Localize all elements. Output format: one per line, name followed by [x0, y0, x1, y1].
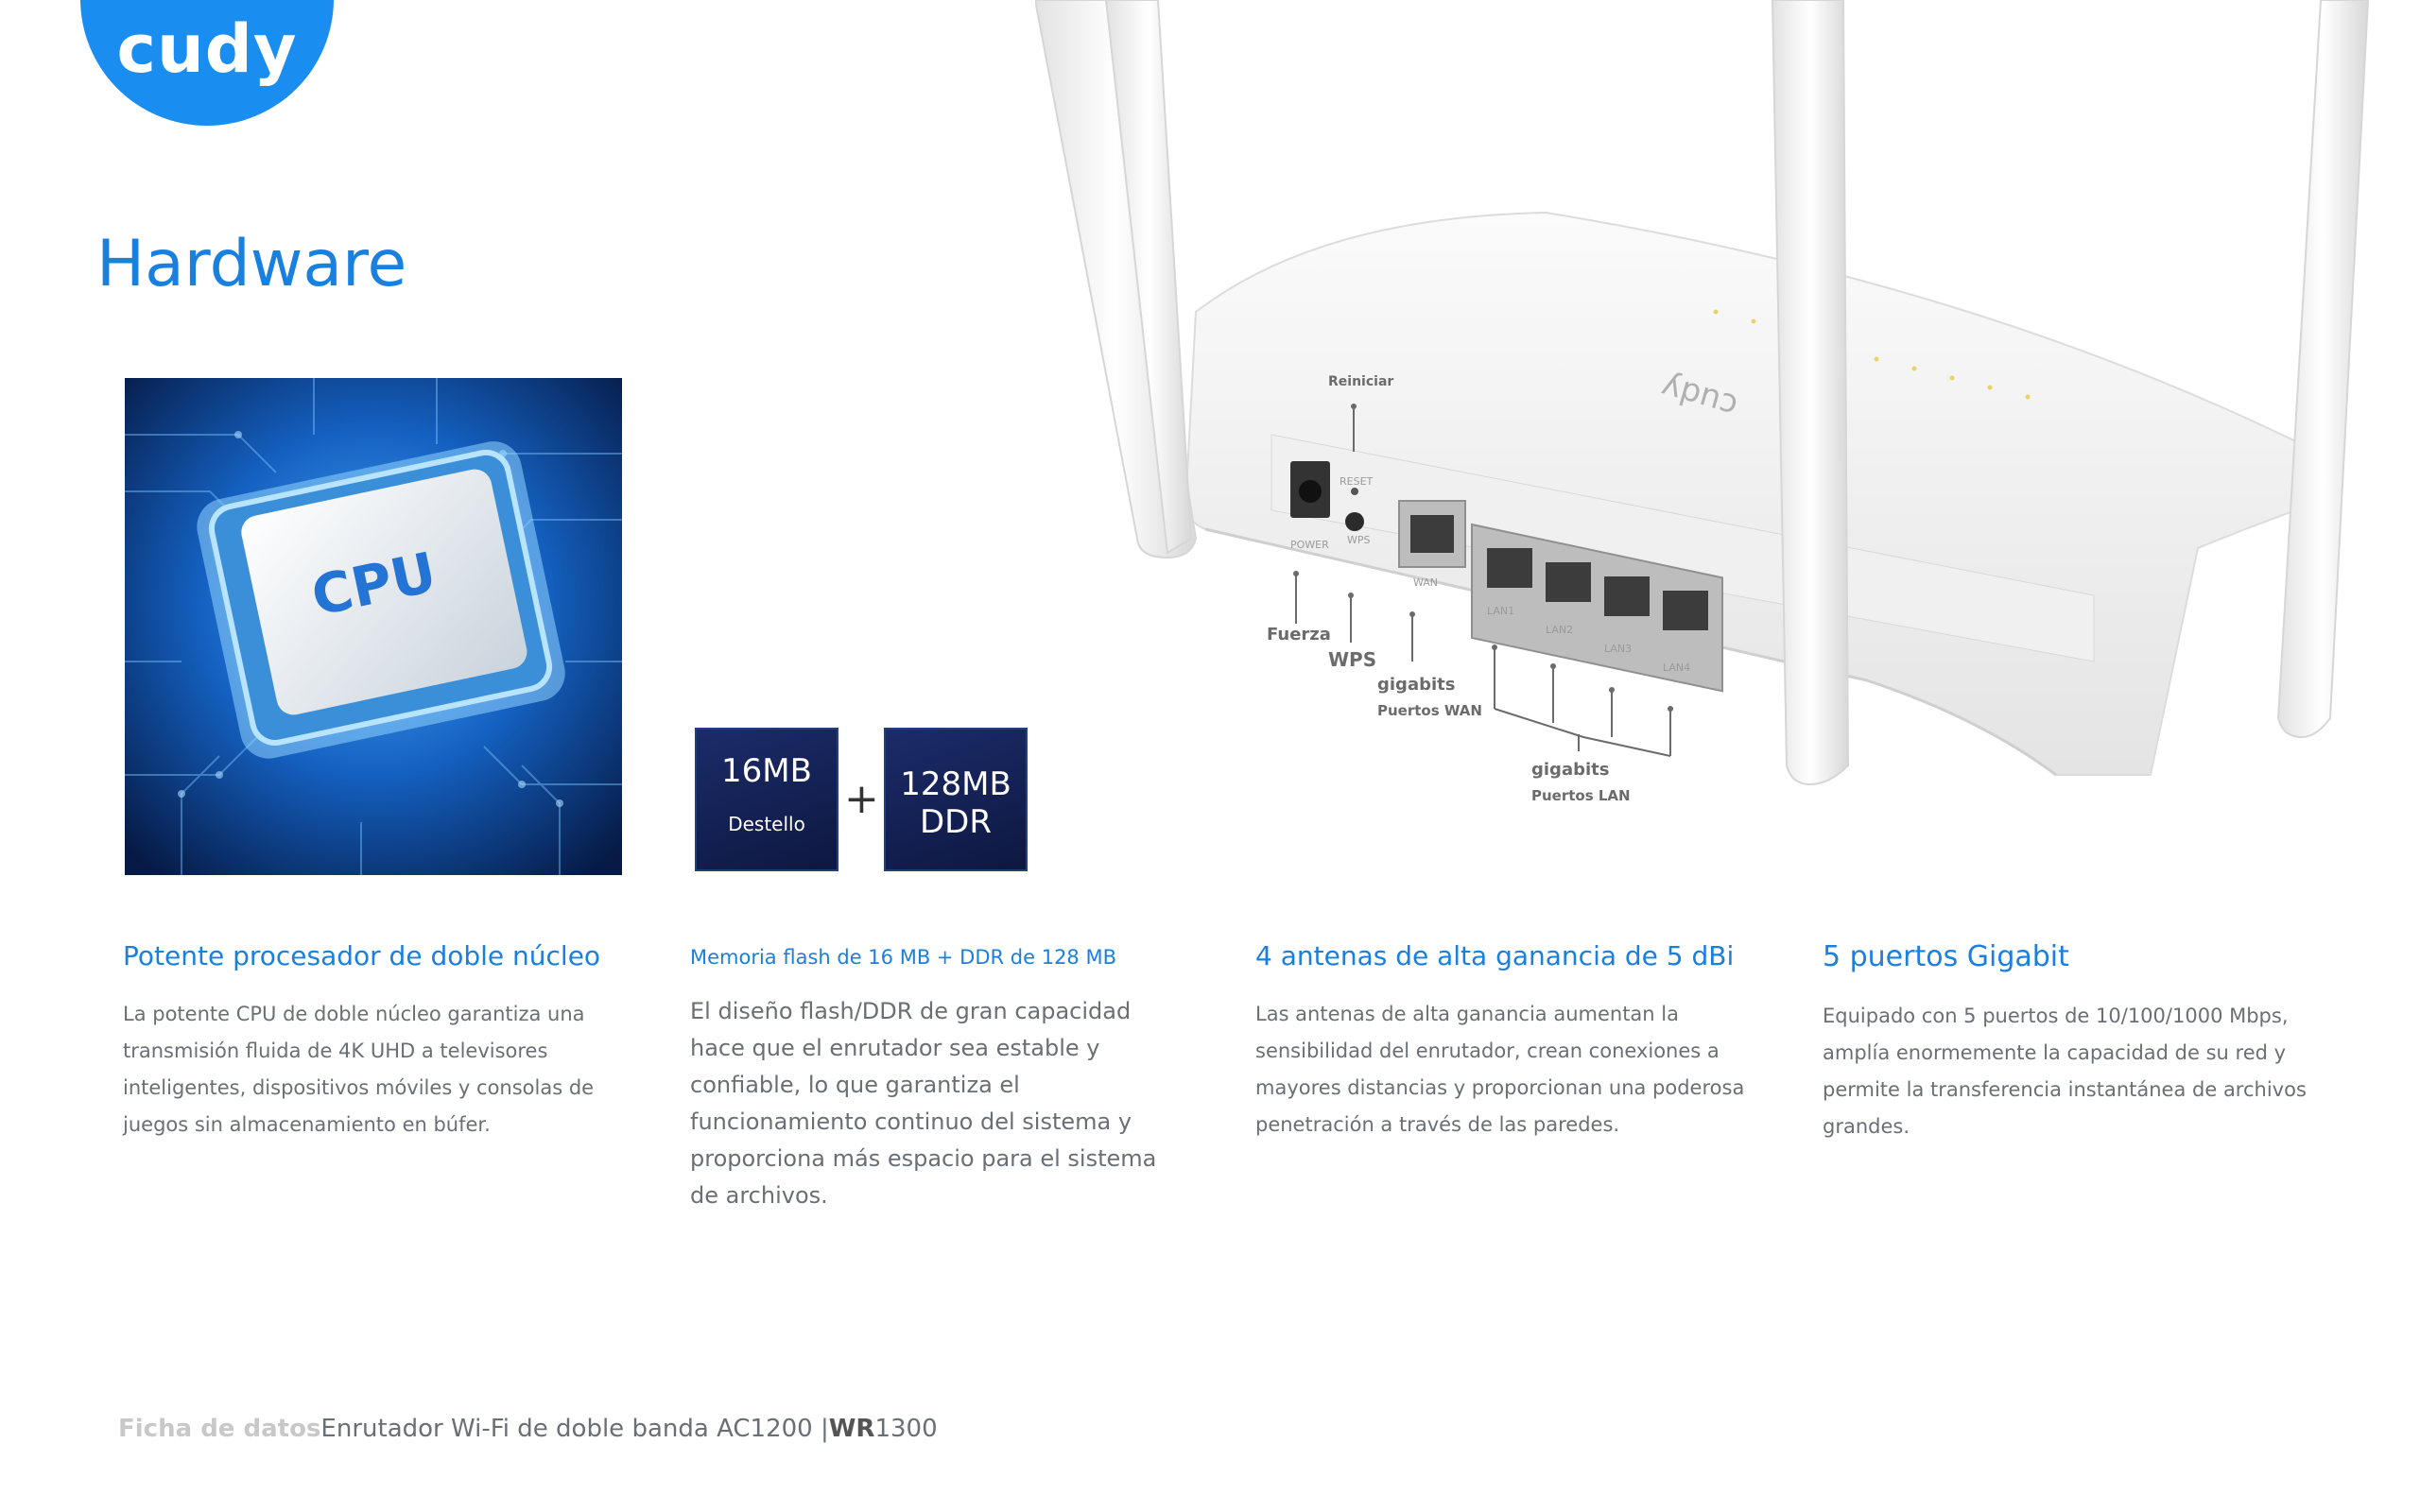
feature-antennas-body: Las antenas de alta ganancia aumentan la…	[1255, 1003, 1745, 1136]
footer-product: Enrutador Wi-Fi de doble banda AC1200 |	[320, 1415, 829, 1443]
annotation-lan-gigabit: gigabits	[1531, 760, 1609, 780]
feature-memory-body: El diseño flash/DDR de gran capacidad ha…	[690, 998, 1157, 1209]
feature-cpu-body: La potente CPU de doble núcleo garantiza…	[123, 1003, 595, 1136]
footer-label: Ficha de datos	[118, 1415, 321, 1443]
feature-ports-body: Equipado con 5 puertos de 10/100/1000 Mb…	[1823, 1005, 2307, 1138]
annotation-reset: Reiniciar	[1328, 374, 1393, 389]
port-label-lan3: LAN3	[1604, 643, 1632, 655]
router-led-indicators	[1713, 309, 2031, 400]
annotation-wan-ports: Puertos WAN	[1377, 702, 1482, 719]
port-label-power: POWER	[1290, 539, 1329, 551]
logo-text: cudy	[116, 10, 298, 88]
feature-memory-title: Memoria flash de 16 MB + DDR de 128 MB	[690, 946, 1116, 969]
router-image: POWER RESET WPS WAN LAN1 LAN2 LAN3 LAN4 …	[1035, 0, 2370, 804]
port-label-lan2: LAN2	[1546, 624, 1573, 636]
annotation-wps: WPS	[1328, 648, 1376, 671]
footer-model-prefix: WR	[828, 1415, 875, 1443]
port-label-wps: WPS	[1347, 534, 1371, 546]
feature-cpu-title: Potente procesador de doble núcleo	[123, 940, 601, 971]
footer-model-number: 1300	[874, 1415, 938, 1443]
feature-ports-title: 5 puertos Gigabit	[1823, 940, 2069, 973]
memory-plus-sign: +	[844, 775, 879, 823]
footer: Ficha de datosEnrutador Wi-Fi de doble b…	[118, 1415, 938, 1443]
cudy-logo: cudy	[80, 0, 334, 126]
feature-antennas-title: 4 antenas de alta ganancia de 5 dBi	[1255, 940, 1735, 971]
page-title: Hardware	[96, 227, 407, 301]
flash-label: Destello	[728, 813, 805, 835]
feature-cpu: Potente procesador de doble núcleo La po…	[123, 940, 614, 1143]
flash-memory-badge: 16MB Destello	[695, 728, 838, 871]
port-label-lan4: LAN4	[1663, 662, 1690, 674]
cpu-chip-image: CPU	[125, 378, 622, 875]
annotation-lan-ports: Puertos LAN	[1531, 787, 1631, 804]
port-label-wan: WAN	[1413, 576, 1438, 589]
ddr-memory-badge: 128MB DDR	[884, 728, 1028, 871]
port-label-lan1: LAN1	[1487, 605, 1514, 617]
port-label-reset: RESET	[1340, 475, 1374, 488]
annotation-wan-gigabit: gigabits	[1377, 675, 1455, 695]
feature-memory: Memoria flash de 16 MB + DDR de 128 MB E…	[690, 940, 1182, 1214]
ddr-size: 128MB	[900, 765, 1011, 803]
flash-size: 16MB	[721, 752, 812, 790]
feature-ports: 5 puertos Gigabit Equipado con 5 puertos…	[1823, 940, 2314, 1145]
ddr-label: DDR	[920, 803, 992, 841]
feature-antennas: 4 antenas de alta ganancia de 5 dBi Las …	[1255, 940, 1747, 1143]
annotation-power: Fuerza	[1267, 625, 1331, 644]
